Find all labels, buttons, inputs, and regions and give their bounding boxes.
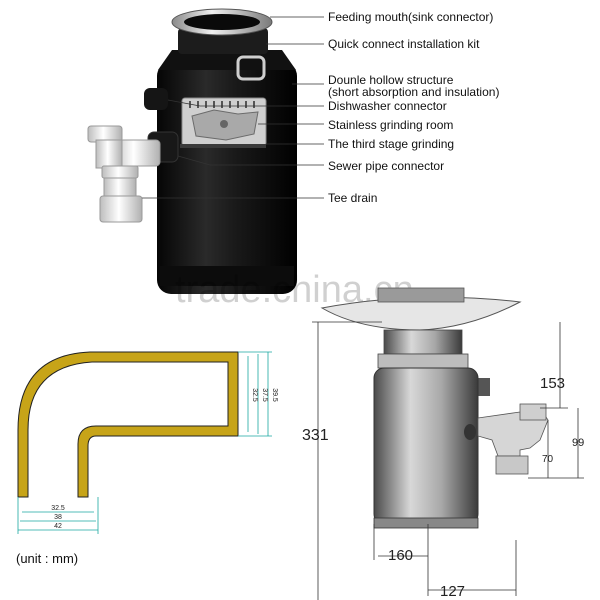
unit-note: (unit : mm) — [16, 551, 78, 566]
dim-body-width: 160 — [388, 547, 413, 564]
side-drain-cap — [519, 403, 547, 421]
elbow-dim-h2: 38 — [54, 514, 62, 521]
elbow-dim-v1: 32.5 — [251, 388, 258, 402]
side-body — [373, 367, 479, 525]
callout-dishwasher: Dishwasher connector — [328, 99, 447, 113]
disposer-shoulder — [158, 50, 296, 70]
tee-drain-nut — [101, 165, 139, 179]
callout-third-stage: The third stage grinding — [328, 137, 454, 151]
elbow-dim-h1: 32.5 — [51, 505, 65, 512]
callout-labels: Feeding mouth(sink connector) Quick conn… — [328, 10, 499, 205]
side-port — [464, 424, 476, 440]
callout-sewer-pipe: Sewer pipe connector — [328, 159, 444, 173]
dim-drain-outer: 99 — [572, 437, 584, 449]
dim-top-to-inlet: 153 — [540, 375, 565, 392]
dishwasher-inlet — [478, 378, 490, 396]
callout-double-hollow-note: (short absorption and insulation) — [328, 85, 499, 99]
disposer-base — [160, 266, 294, 286]
flange-top-ring — [377, 287, 465, 303]
elbow-vertical-dim-lines — [238, 351, 272, 437]
dim-height-total: 331 — [302, 427, 329, 444]
collar — [178, 28, 268, 54]
side-base — [373, 517, 479, 529]
tee-drain-body — [95, 139, 123, 169]
elbow-pipe-drawing: 32.5 37.5 39.5 32.5 38 42 — [17, 351, 278, 534]
tee-drain-pipe — [103, 177, 137, 199]
elbow-horizontal-dim-lines — [17, 497, 99, 534]
callout-tee-drain: Tee drain — [328, 191, 377, 205]
mount-ring — [377, 353, 469, 369]
elbow-dim-h3: 42 — [54, 523, 62, 530]
leader-sewer-a — [177, 155, 211, 166]
tee-drain-bottom-nut — [99, 195, 143, 223]
callout-feeding-mouth: Feeding mouth(sink connector) — [328, 10, 493, 24]
callout-stainless: Stainless grinding room — [328, 118, 453, 132]
leader-dishwasher-a — [167, 99, 201, 107]
plate-hub — [220, 120, 228, 128]
dimension-drawing: 331 153 99 70 160 127 — [302, 287, 584, 600]
dim-drain-offset: 127 — [440, 583, 465, 600]
garbage-disposer-illustration — [87, 8, 297, 294]
callout-quick-connect: Quick connect installation kit — [328, 37, 480, 51]
elbow-dim-v2: 37.5 — [261, 388, 268, 402]
callout-double-hollow: Dounle hollow structure — [328, 73, 454, 87]
dimension-lines — [312, 321, 584, 600]
side-drain-outlet — [495, 455, 529, 475]
third-stage-ring — [180, 144, 266, 148]
elbow-dim-v3: 39.5 — [271, 388, 278, 402]
neck — [383, 329, 463, 355]
callout-leaders — [142, 16, 324, 199]
disposer-body — [157, 62, 297, 294]
dishwasher-connector — [144, 88, 168, 110]
elbow-pipe — [17, 351, 239, 498]
dim-drain-inner: 70 — [542, 454, 554, 465]
quick-connect-clamp — [236, 55, 266, 81]
feeding-mouth-opening — [184, 14, 260, 30]
